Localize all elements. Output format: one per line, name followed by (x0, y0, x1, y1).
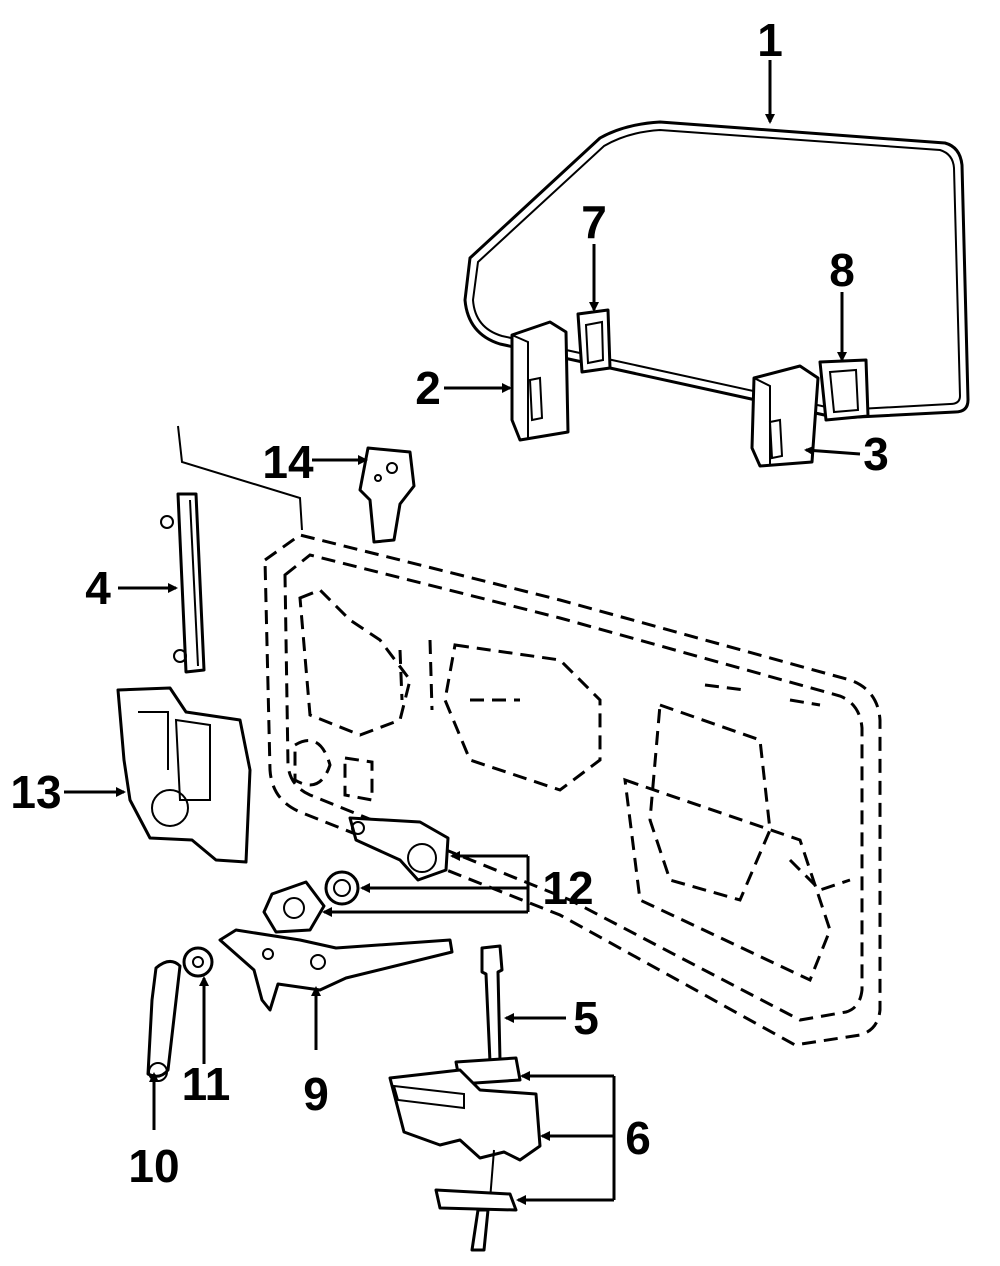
motor-mount-plate (262, 880, 326, 934)
glass-bracket-rear (818, 358, 870, 422)
lock-rod (480, 944, 504, 1064)
callout-7: 7 (581, 196, 607, 248)
callout-8: 8 (829, 244, 855, 296)
callout-10: 10 (128, 1140, 179, 1192)
regulator-arm (218, 928, 454, 1012)
callout-5: 5 (573, 992, 599, 1044)
callout-12: 12 (542, 862, 593, 914)
leader-lines (64, 60, 861, 1205)
motor-gear (324, 870, 360, 906)
glass-run-channel (160, 492, 206, 674)
glass-channel-front (510, 320, 570, 442)
callout-13: 13 (10, 766, 61, 818)
window-crank-handle (146, 960, 182, 1082)
door-latch-assembly (388, 1056, 542, 1252)
glass-channel-rear (750, 364, 820, 468)
callout-2: 2 (415, 362, 441, 414)
callout-3: 3 (863, 428, 889, 480)
callout-9: 9 (303, 1068, 329, 1120)
callout-14: 14 (262, 436, 314, 488)
bracket-upper (358, 446, 416, 544)
callout-4: 4 (85, 562, 111, 614)
door-shell (177, 425, 882, 1047)
glass-bracket-front (576, 308, 612, 374)
door-glass (463, 120, 970, 420)
crank-escutcheon (182, 946, 214, 978)
window-regulator-panel (116, 686, 252, 864)
callout-labels: 1 2 3 4 5 6 7 8 9 10 11 12 13 14 (10, 14, 888, 1192)
callout-6: 6 (625, 1112, 651, 1164)
callout-11: 11 (182, 1058, 231, 1110)
callout-1: 1 (757, 14, 783, 66)
regulator-motor-assembly (348, 816, 450, 882)
